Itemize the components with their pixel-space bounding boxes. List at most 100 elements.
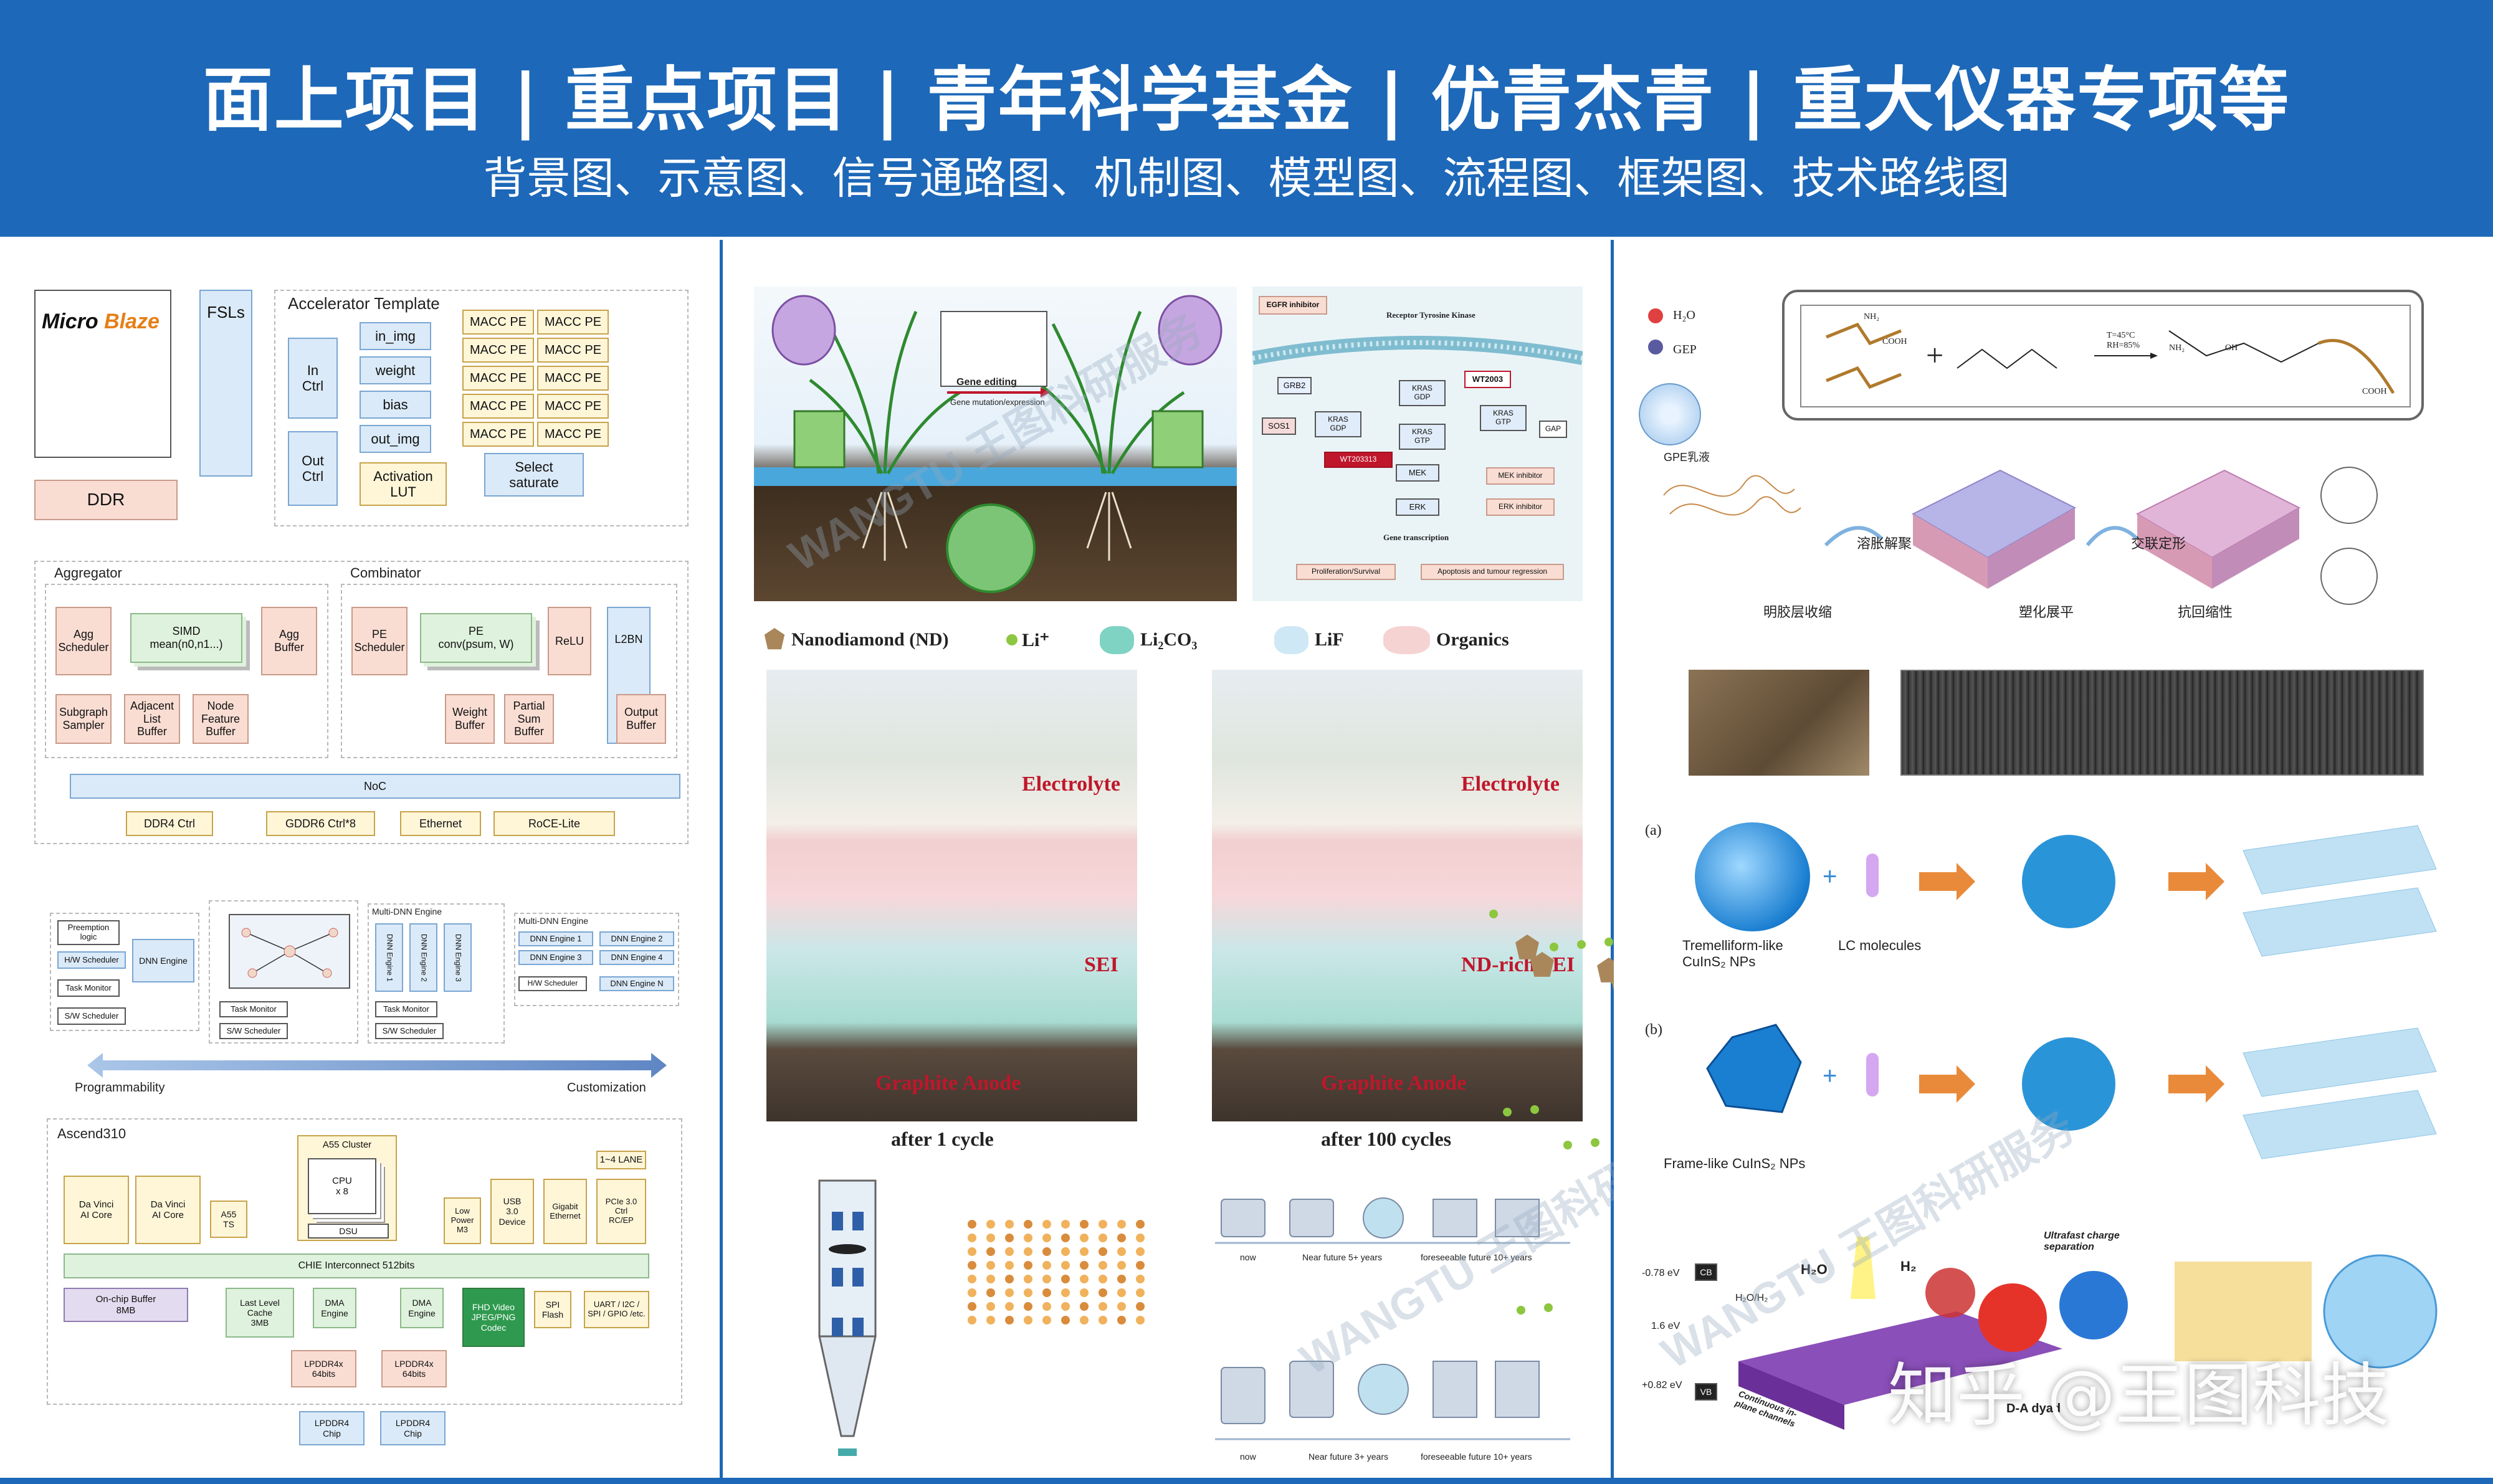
- dma-engine-1: DMA Engine: [313, 1288, 356, 1328]
- usb-device: USB 3.0 Device: [490, 1179, 534, 1244]
- lattice-atom: [1024, 1234, 1032, 1242]
- gigabit-ethernet: Gigabit Ethernet: [543, 1179, 587, 1244]
- lattice-atom: [1136, 1261, 1145, 1270]
- accelerator-template-panel: Accelerator Template In Ctrl Out Ctrl in…: [274, 290, 689, 526]
- activation-lut: Activation LUT: [360, 462, 447, 506]
- multi-dnn-label-b: Multi-DNN Engine: [372, 906, 442, 916]
- lattice-atom: [986, 1234, 995, 1242]
- lattice-atom: [1005, 1220, 1014, 1229]
- port-gddr6: GDDR6 Ctrl*8: [266, 811, 375, 836]
- lattice-atom: [1099, 1275, 1107, 1283]
- legend-organics: Organics: [1436, 629, 1509, 650]
- customization-label: Customization: [567, 1081, 646, 1095]
- lattice-atom: [968, 1234, 976, 1242]
- hw-scheduler: H/W Scheduler: [57, 951, 126, 969]
- lattice-atom: [1005, 1234, 1014, 1242]
- bottom-bar: [0, 1478, 2493, 1484]
- simd-block: SIMD mean(n0,n1...): [130, 613, 242, 663]
- macc-pe-cell: MACC PE: [462, 366, 534, 391]
- lattice-atom: [1061, 1220, 1070, 1229]
- lc-label: LC molecules: [1838, 938, 1922, 953]
- lattice-atom: [986, 1288, 995, 1297]
- li2co3-icon: [1100, 626, 1134, 654]
- pe-conv-block: PE conv(psum, W): [420, 613, 532, 663]
- multi-dnn-panel-a: Task Monitor S/W Scheduler: [209, 900, 358, 1044]
- preemption-logic: Preemption logic: [57, 920, 120, 945]
- task-monitor-3: Task Monitor: [375, 1001, 437, 1017]
- column-divider-1: [720, 240, 723, 1484]
- cooh-label-1: COOH: [1882, 337, 1907, 346]
- low-power-m3: Low Power M3: [444, 1197, 481, 1244]
- lattice-atom: [1117, 1288, 1126, 1297]
- li-ion-particle: [1530, 1105, 1539, 1114]
- lattice-atom: [1136, 1302, 1145, 1311]
- vb-energy: +0.82 eV: [1642, 1380, 1682, 1391]
- lattice-atom: [968, 1316, 976, 1325]
- sei-panel-2: Electrolyte ND-rich SEI Graphite Anode: [1212, 670, 1583, 1121]
- lattice-atom: [1005, 1261, 1014, 1270]
- lattice-atom: [1117, 1234, 1126, 1242]
- nh2-label-1: NH₂: [1864, 312, 1880, 321]
- caption-1-cycle: after 1 cycle: [891, 1128, 994, 1150]
- dnn-network-graph: [229, 914, 350, 989]
- lattice-atom: [1080, 1302, 1089, 1311]
- lattice-atom: [1099, 1316, 1107, 1325]
- gelatin-photo-1: [1689, 670, 1869, 776]
- nanodiamond-icon: [764, 628, 785, 650]
- lattice-atom: [1005, 1316, 1014, 1325]
- li-ion-icon: [1006, 634, 1018, 645]
- lattice-atom: [1099, 1220, 1107, 1229]
- lpddr-chip-2: LPDDR4 Chip: [380, 1411, 446, 1445]
- lpddr-ctrl-2: LPDDR4x 64bits: [381, 1350, 447, 1387]
- caption-100-cycles: after 100 cycles: [1321, 1128, 1452, 1150]
- lattice-atom: [1024, 1316, 1032, 1325]
- lattice-atom: [1005, 1275, 1014, 1283]
- lattice-atom: [1080, 1234, 1089, 1242]
- column-architecture: Micro Blaze DDR FSLs Accelerator Templat…: [0, 240, 720, 1484]
- ascend-soc-diagram: Ascend310 1~4 LANE A55 Cluster CPU x 8 D…: [47, 1118, 682, 1405]
- lattice-atom: [968, 1288, 976, 1297]
- lattice-atom: [1099, 1261, 1107, 1270]
- a55-ts: A55 TS: [210, 1201, 247, 1238]
- apoptosis-box: Apoptosis and tumour regression: [1421, 564, 1564, 580]
- lattice-atom: [1024, 1261, 1032, 1270]
- roadmap-now-2: now: [1240, 1452, 1256, 1462]
- macc-pe-cell: MACC PE: [462, 422, 534, 447]
- partial-sum-buffer: Partial Sum Buffer: [504, 694, 554, 744]
- lattice-atom: [986, 1302, 995, 1311]
- gpe-emulsion-icon: [1639, 383, 1701, 445]
- panel-a-label: (a): [1645, 822, 1662, 839]
- gap-node: GAP: [1539, 421, 1567, 438]
- lattice-art: [968, 1220, 1145, 1325]
- kras-gdp-2: KRAS GDP: [1399, 380, 1446, 406]
- legend-nanodiamond: Nanodiamond (ND): [791, 629, 949, 650]
- aggregator-panel: Agg Scheduler SIMD mean(n0,n1...) Agg Bu…: [45, 584, 328, 758]
- li-ion-particle: [1591, 1138, 1599, 1147]
- network-graph-icon: [241, 928, 338, 978]
- vert-dnn-3: DNN Engine 3: [444, 923, 472, 992]
- onchip-buffer: On-chip Buffer 8MB: [64, 1288, 188, 1322]
- uart-block: UART / I2C / SPI / GPIO /etc.: [584, 1291, 649, 1328]
- lattice-atom: [1005, 1247, 1014, 1256]
- h2-label: H₂: [1900, 1258, 1917, 1274]
- sos1-node: SOS1: [1262, 417, 1296, 435]
- gene-transcription-label: Gene transcription: [1383, 533, 1449, 542]
- lattice-atom: [968, 1302, 976, 1311]
- microblaze-label-b: Blaze: [104, 310, 160, 333]
- lattice-atom: [1117, 1275, 1126, 1283]
- lattice-atom: [1024, 1302, 1032, 1311]
- gep-label: GEP: [1673, 343, 1697, 356]
- select-saturate: Select saturate: [484, 453, 584, 497]
- dma-engine-2: DMA Engine: [400, 1288, 444, 1328]
- lattice-atom: [1061, 1247, 1070, 1256]
- step-swelling: 溶胀解聚: [1857, 536, 1912, 551]
- lattice-atom: [986, 1316, 995, 1325]
- lattice-atom: [1042, 1247, 1051, 1256]
- lattice-atom: [1042, 1288, 1051, 1297]
- macc-pe-cell: MACC PE: [462, 310, 534, 335]
- lattice-atom: [1061, 1288, 1070, 1297]
- lattice-atom: [1117, 1302, 1126, 1311]
- plus-b: +: [1823, 1062, 1838, 1090]
- accelerator-diagram: Micro Blaze DDR FSLs Accelerator Templat…: [34, 290, 689, 539]
- sei-panel-1: Electrolyte SEI Graphite Anode: [766, 670, 1137, 1121]
